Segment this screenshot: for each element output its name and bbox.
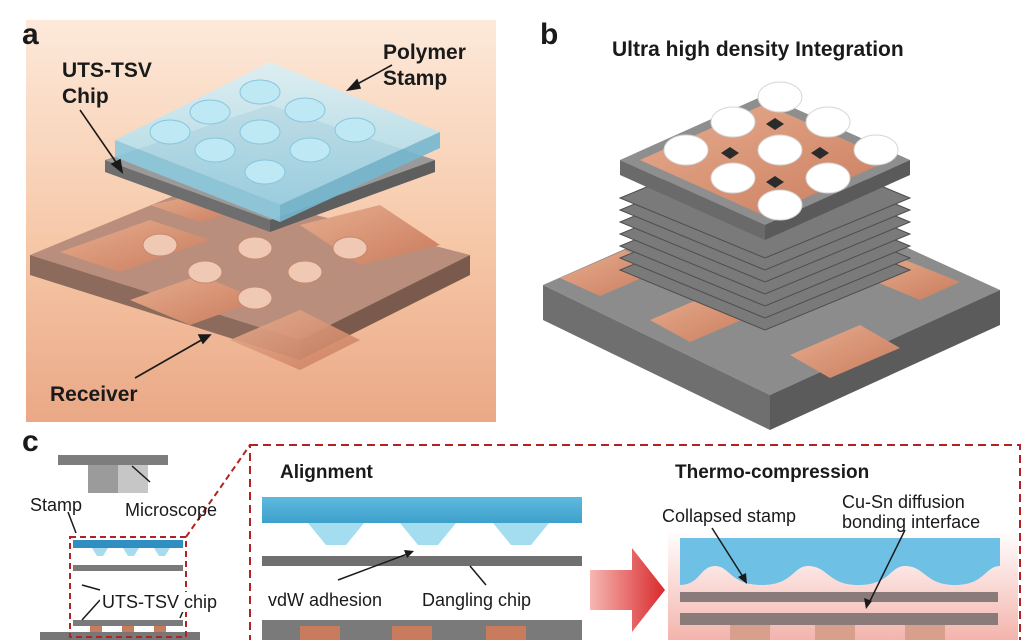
panel-b-title: Ultra high density Integration	[612, 38, 904, 61]
uts-tsv-chip-label-line2: Chip	[62, 85, 109, 108]
panel-b-letter: b	[540, 18, 559, 51]
uts-tsv-chip-label: UTS-TSV Chip	[62, 58, 152, 110]
alignment-illustration	[262, 497, 582, 640]
cu-sn-label: Cu-Sn diffusion bonding interface	[842, 492, 980, 532]
panel-b-illustration	[543, 81, 1000, 430]
process-arrow	[590, 548, 665, 632]
small-uts-tsv-chip-label: UTS-TSV chip	[100, 592, 220, 612]
collapsed-stamp-label: Collapsed stamp	[662, 506, 797, 526]
stamp-label: Stamp	[30, 495, 83, 515]
detail-dashed-box	[249, 444, 1021, 640]
small-stack	[40, 540, 200, 640]
receiver-bumps	[142, 233, 368, 310]
panel-a-letter: a	[22, 18, 39, 51]
cu-sn-label-line1: Cu-Sn diffusion	[842, 492, 965, 512]
panel-a-arrows	[79, 64, 393, 379]
microscope-label: Microscope	[125, 500, 218, 520]
vdw-adhesion-label: vdW adhesion	[268, 590, 383, 610]
polymer-stamp-label: Polymer Stamp	[383, 40, 466, 92]
receiver-label: Receiver	[50, 383, 138, 406]
cu-sn-label-line2: bonding interface	[842, 512, 981, 532]
polymer-stamp-label-line2: Stamp	[383, 67, 448, 90]
uts-tsv-chip-label-line1: UTS-TSV	[62, 59, 152, 82]
alignment-title: Alignment	[280, 462, 373, 483]
thermo-illustration	[680, 538, 1000, 640]
polymer-stamp	[115, 62, 440, 222]
polymer-stamp-label-line1: Polymer	[383, 41, 466, 64]
microscope	[58, 455, 168, 493]
panel-c-letter: c	[22, 425, 39, 458]
thermo-compression-title: Thermo-compression	[675, 462, 870, 483]
small-dashed-box	[69, 536, 187, 638]
microscope-arrow	[131, 465, 151, 483]
stamp-arrow	[67, 511, 77, 534]
dangling-chip-label: Dangling chip	[422, 590, 532, 610]
